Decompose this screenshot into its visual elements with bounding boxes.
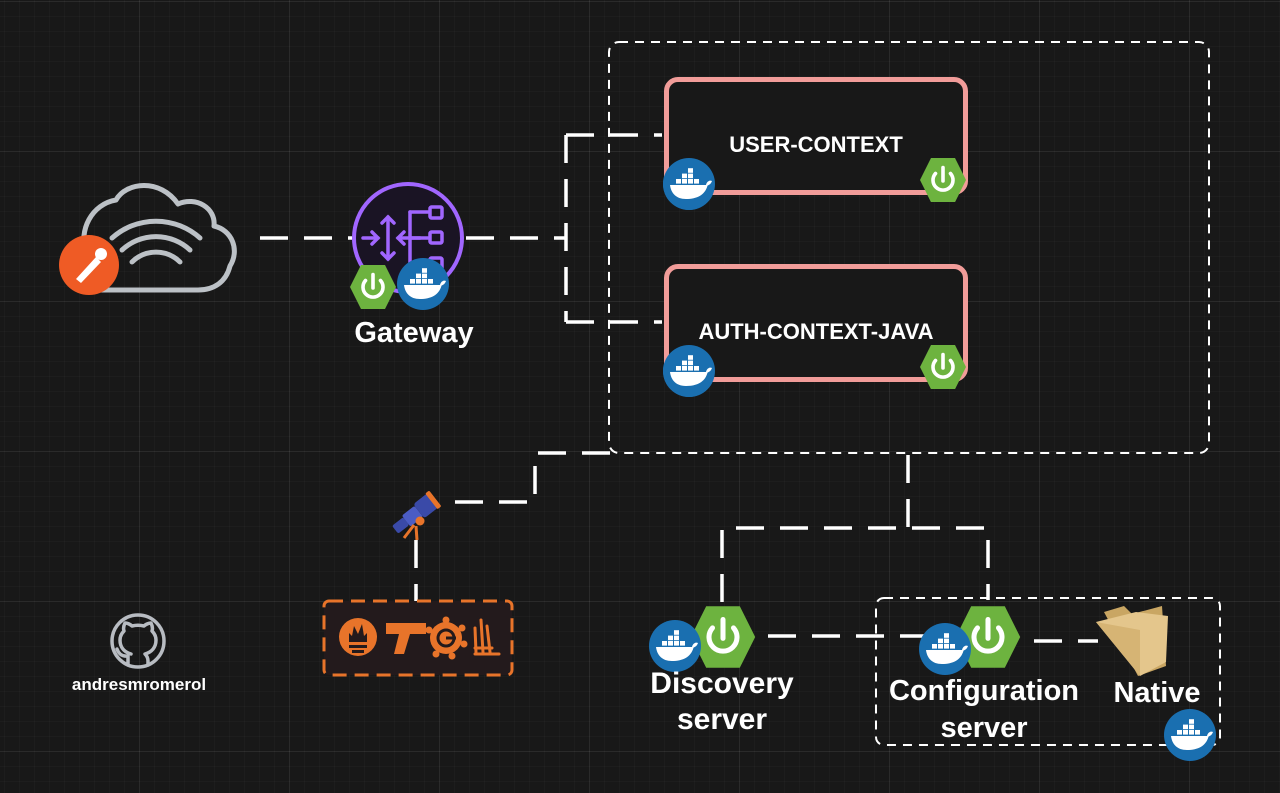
service-label: USER-CONTEXT xyxy=(729,132,903,157)
service-label: AUTH-CONTEXT-JAVA xyxy=(698,319,934,344)
connector-infra-bus xyxy=(720,526,990,602)
auth-context-java-box[interactable]: AUTH-CONTEXT-JAVA xyxy=(664,264,968,382)
discovery-label-line1: Discovery xyxy=(650,667,794,700)
config-label-line1: Configuration xyxy=(888,675,1080,707)
gateway-label: Gateway xyxy=(354,317,474,349)
native-label: Native xyxy=(1113,677,1201,709)
docker-icon xyxy=(1164,709,1216,761)
discovery-server-label: Discovery server xyxy=(620,666,824,738)
docker-icon xyxy=(919,623,971,675)
connector-services-telescope xyxy=(448,451,610,504)
configuration-server-label: Configuration server xyxy=(874,673,1094,747)
connectors xyxy=(260,133,1098,643)
docker-icon xyxy=(649,620,701,672)
postman-cloud-icon xyxy=(59,183,237,295)
discovery-label-line2: server xyxy=(676,703,768,736)
loki-icon xyxy=(473,618,501,656)
grafana-icon xyxy=(425,616,468,660)
folder-icon xyxy=(1096,606,1168,676)
user-context-box[interactable]: USER-CONTEXT xyxy=(664,77,968,195)
github-icon xyxy=(110,613,166,669)
services-group-boundary xyxy=(608,41,1210,454)
config-label-line2: server xyxy=(940,712,1028,744)
spring-boot-icon xyxy=(691,606,755,668)
docker-icon xyxy=(397,258,449,310)
alloy-icon xyxy=(386,623,426,654)
config-group-boundary xyxy=(875,597,1221,746)
telescope-icon xyxy=(392,491,441,541)
monitoring-stack xyxy=(322,599,514,677)
github-username-label[interactable]: andresmromerol xyxy=(71,675,207,694)
prometheus-icon xyxy=(339,618,377,656)
